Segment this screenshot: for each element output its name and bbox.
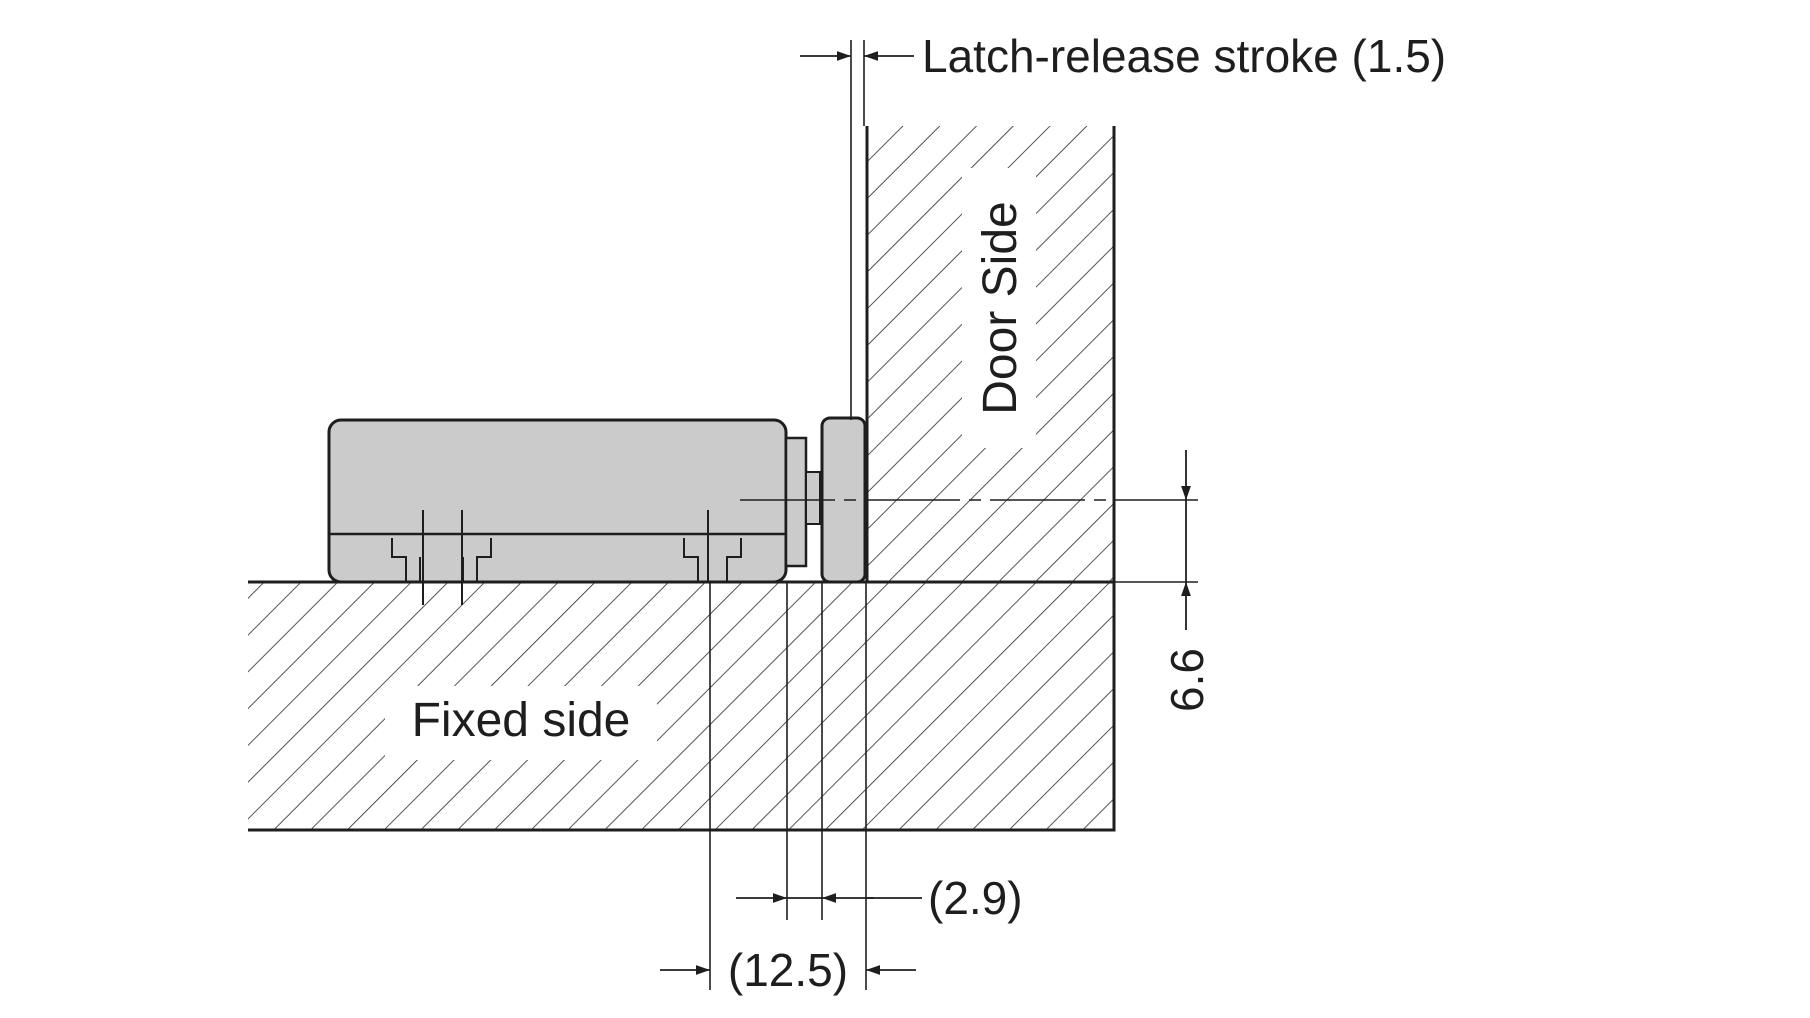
latch-release-stroke-label: Latch-release stroke (1.5) xyxy=(922,30,1446,82)
mounting-screw-left xyxy=(391,510,492,605)
height-dimension: 6.6 xyxy=(1161,450,1213,712)
depth-dimension-label: (12.5) xyxy=(728,944,848,996)
fixed-side-block xyxy=(248,580,1116,832)
door-side-block xyxy=(865,126,1116,582)
depth-dimension: (12.5) xyxy=(660,944,916,996)
door-side-label: Door Side xyxy=(974,201,1027,414)
fixed-side-label: Fixed side xyxy=(412,694,631,747)
extension-lines xyxy=(709,40,1198,990)
latch-body xyxy=(327,418,788,605)
gap-dimension-label: (2.9) xyxy=(928,872,1023,924)
gap-dimension: (2.9) xyxy=(736,872,1023,924)
height-dimension-label: 6.6 xyxy=(1161,648,1213,712)
latch-plunger xyxy=(784,436,821,568)
latch-release-stroke-dimension: Latch-release stroke (1.5) xyxy=(800,30,1446,82)
mounting-screw-right xyxy=(683,510,742,582)
